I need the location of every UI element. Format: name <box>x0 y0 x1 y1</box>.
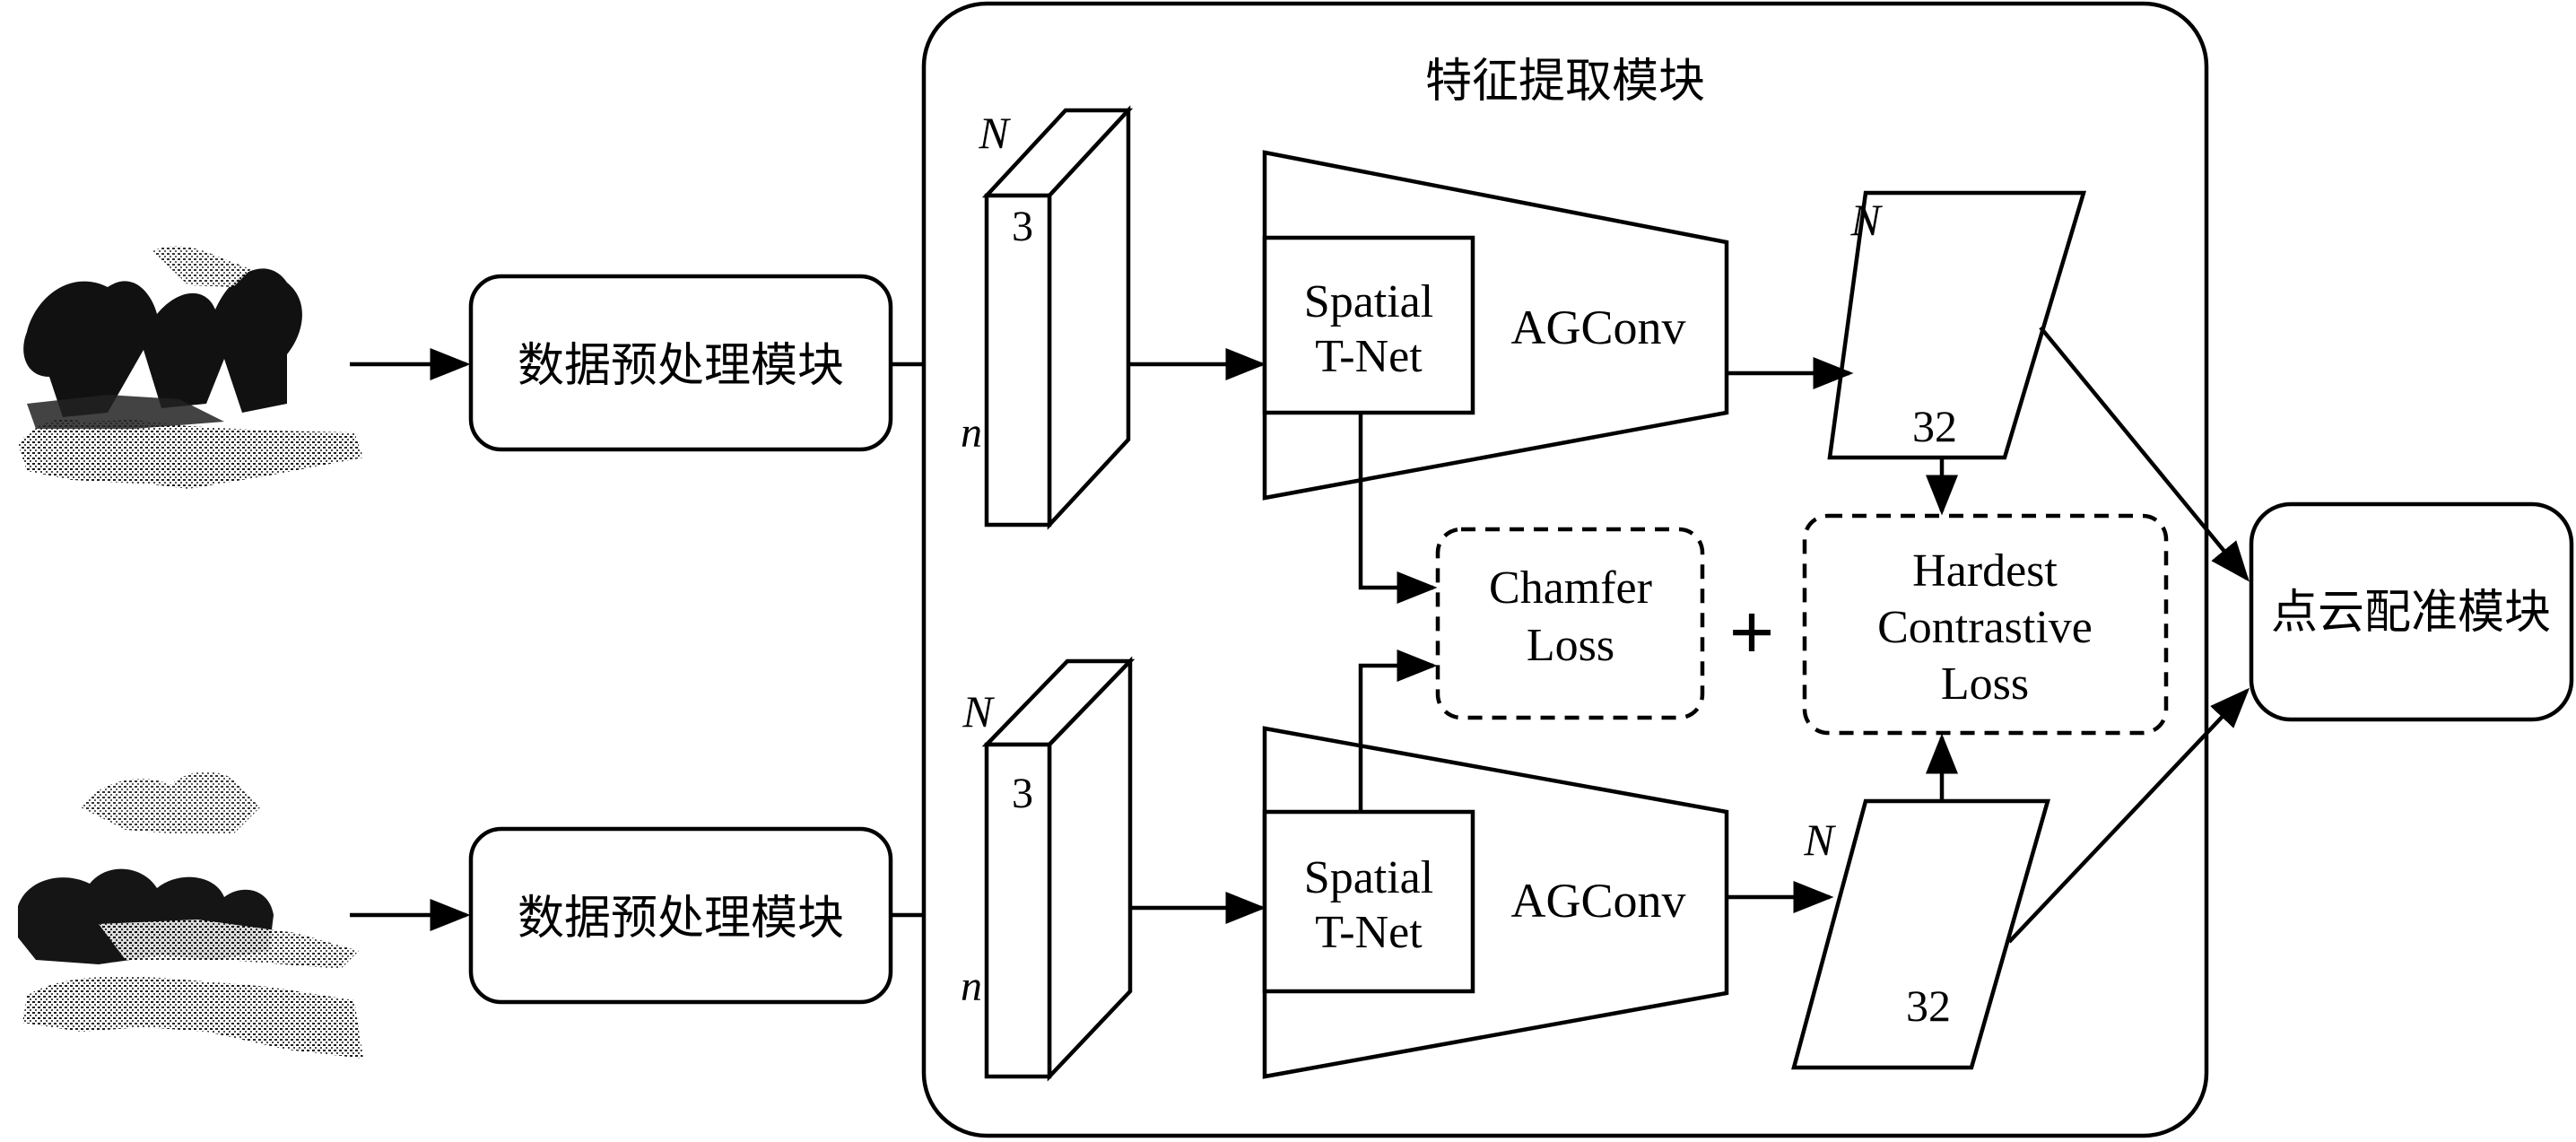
encoder-bottom: Spatial T-Net AGConv <box>1262 726 1729 1079</box>
tnet-label-bottom: T-Net <box>1315 907 1423 958</box>
tnet-to-chamfer-bottom <box>1358 649 1438 812</box>
tnet-to-chamfer-top <box>1358 414 1438 604</box>
contrastive-label: Contrastive <box>1877 602 2093 653</box>
registration-label: 点云配准模块 <box>2271 586 2551 640</box>
feature-N-label-top: N <box>1849 195 1883 245</box>
preprocess-label-bottom: 数据预处理模块 <box>518 892 844 946</box>
contrastive-loss-box <box>1802 513 2169 736</box>
agconv-label-top: AGConv <box>1510 301 1685 354</box>
preprocess-module-bottom: 数据预处理模块 <box>468 826 893 1005</box>
feature-descriptor-top: N 32 <box>1827 190 2087 460</box>
registration-module: 点云配准模块 <box>2249 501 2574 722</box>
chamfer-loss-label: Loss <box>1527 620 1614 671</box>
module-title: 特征提取模块 <box>1425 55 1705 109</box>
feature-N-label-bottom: N <box>1803 815 1836 865</box>
preprocess-module-top: 数据预处理模块 <box>468 274 893 452</box>
input-tensor-bottom: N 3 n <box>961 656 1136 1082</box>
point-cloud-target-image <box>18 772 363 1059</box>
feature-32-label-top: 32 <box>1912 401 1957 451</box>
encoder-top: Spatial T-Net AGConv <box>1262 150 1729 501</box>
spatial-tnet-bottom <box>1262 809 1475 994</box>
preprocess-label-top: 数据预处理模块 <box>518 339 844 393</box>
input-N-label-bottom: N <box>962 686 995 737</box>
contrastive-loss-label: Loss <box>1941 658 2029 710</box>
input-3-label-bottom: 3 <box>1012 770 1033 817</box>
spatial-label-top: Spatial <box>1304 276 1433 327</box>
tnet-label-top: T-Net <box>1315 331 1423 382</box>
input-n-label-top: n <box>961 409 982 457</box>
feature-to-registration-bottom <box>2007 687 2250 944</box>
input-N-label-top: N <box>978 108 1011 158</box>
chamfer-loss-box <box>1435 527 1705 720</box>
plus-sign: + <box>1728 588 1774 677</box>
hardest-label: Hardest <box>1912 545 2058 597</box>
feature-descriptor-bottom: N 32 <box>1791 798 2050 1070</box>
spatial-tnet-top <box>1262 235 1475 415</box>
spatial-label-bottom: Spatial <box>1304 852 1433 903</box>
chamfer-label: Chamfer <box>1489 562 1652 614</box>
feature-32-label-bottom: 32 <box>1906 981 1951 1031</box>
input-3-label-top: 3 <box>1012 203 1033 250</box>
feature-to-registration-top <box>2039 326 2250 582</box>
point-cloud-source-image <box>18 246 363 489</box>
input-n-label-bottom: n <box>961 963 982 1010</box>
input-tensor-top: N 3 n <box>961 105 1134 530</box>
agconv-label-bottom: AGConv <box>1510 874 1685 928</box>
